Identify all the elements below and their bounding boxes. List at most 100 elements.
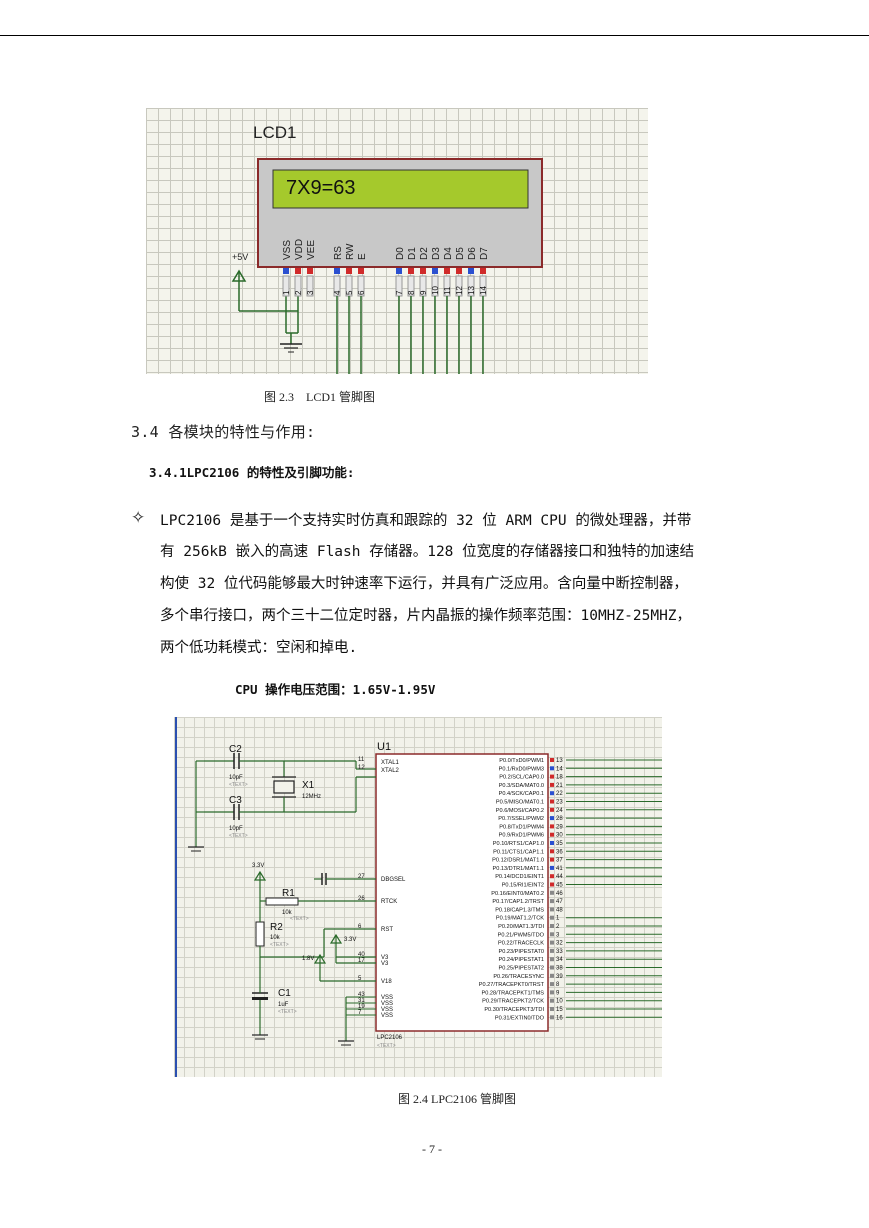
chip-right-pin-number: 16: [556, 1015, 563, 1021]
r1-ref: R1: [282, 888, 295, 899]
chip-left-pin-name: V18: [381, 979, 392, 985]
chip-right-pin-number: 30: [556, 833, 563, 839]
chip-left-pin-name: V3: [381, 955, 389, 961]
chip-right-pin-marker: [550, 865, 554, 870]
chip-right-pin-number: 44: [556, 874, 563, 880]
r1-value: 10k: [282, 910, 293, 916]
chip-right-pin-name: P0.6/MOSI/CAP0.2: [496, 808, 544, 814]
chip-right-pin-number: 29: [556, 824, 563, 830]
chip-right-pin-name: P0.11/CTS1/CAP1.1: [493, 849, 544, 855]
lcd-pin-marker: [432, 268, 438, 274]
chip-right-pin-marker: [550, 766, 554, 771]
chip-right-pin-name: P0.9/RxD1/PWM6: [499, 833, 544, 839]
supply-5v-label: +5V: [232, 252, 248, 262]
chip-left-pin-name: VSS: [381, 1013, 393, 1019]
chip-left-pin-number: 26: [358, 896, 365, 902]
chip-right-pin-name: P0.21/PWM5/TDO: [498, 932, 545, 938]
lcd-pin-marker: [358, 268, 364, 274]
chip-right-pin-name: P0.18/CAP1.3/TMS: [495, 907, 544, 913]
lcd-pin-marker: [468, 268, 474, 274]
chip-left-pin-number: 27: [358, 874, 365, 880]
chip-right-pin-number: 21: [556, 783, 563, 789]
lcd-pin-number: 4: [333, 290, 342, 295]
chip-right-pin-name: P0.1/RxD0/PWM3: [499, 766, 544, 772]
c2-text-placeholder: <TEXT>: [229, 782, 248, 788]
chip-right-pin-number: 22: [556, 791, 563, 797]
lcd-pin-number: 9: [419, 290, 428, 295]
lcd-pin-marker: [295, 268, 301, 274]
chip-right-pin-name: P0.27/TRACEPKT0/TRST: [479, 982, 545, 988]
lcd-pin-name: D5: [455, 247, 466, 260]
chip-right-pin-name: P0.4/SCK/CAP0.1: [499, 791, 544, 797]
c1-value: 1uF: [278, 1002, 289, 1008]
chip-left-pin-name: RST: [381, 927, 393, 933]
section-heading: 3.4 各模块的特性与作用:: [131, 423, 316, 441]
chip-right-pin-number: 28: [556, 816, 563, 822]
chip-right-pin-number: 35: [556, 841, 563, 847]
lcd-display-text: 7X9=63: [286, 177, 356, 199]
chip-right-pin-marker: [550, 882, 554, 887]
chip-right-pin-number: 10: [556, 999, 563, 1005]
chip-right-pin-marker: [550, 973, 554, 978]
chip-right-pin-marker: [550, 932, 554, 937]
chip-right-pin-name: P0.25/PIPESTAT2: [499, 966, 545, 972]
chip-right-pin-number: 2: [556, 924, 560, 930]
chip-right-pin-number: 24: [556, 808, 563, 814]
lcd-pin-marker: [408, 268, 414, 274]
figure-2-4-caption: 图 2.4 LPC2106 管脚图: [398, 1092, 517, 1106]
chip-right-pin-name: P0.2/SCL/CAP0.0: [499, 775, 544, 781]
chip-right-pin-name: P0.28/TRACEPKT1/TMS: [482, 990, 545, 996]
chip-left-pin-name: VSS: [381, 1007, 393, 1013]
lcd-pin-stub: [282, 275, 290, 297]
chip-left-pin-number: 19: [358, 1004, 365, 1010]
chip-right-pin-marker: [550, 824, 554, 829]
x1-value: 12MHz: [302, 794, 321, 800]
paragraph-line: 构使 32 位代码能够最大时钟速率下运行，并具有广泛应用。含向量中断控制器，: [160, 576, 688, 592]
lcd-pin-name: D1: [407, 247, 418, 260]
chip-right-pin-marker: [550, 890, 554, 895]
chip-right-pin-name: P0.26/TRACESYNC: [493, 974, 544, 980]
chip-right-pin-marker: [550, 924, 554, 928]
lcd-pin-name: D7: [479, 247, 490, 260]
page-number: - 7 -: [422, 1142, 442, 1156]
chip-ref: U1: [377, 741, 391, 753]
lcd-pin-name: E: [357, 253, 368, 260]
chip-right-pin-name: P0.24/PIPESTAT1: [499, 957, 545, 963]
lcd-pin-marker: [480, 268, 486, 274]
lcd-pin-number: 3: [306, 290, 315, 295]
figure-2-3-caption: 图 2.3 LCD1 管脚图: [264, 390, 376, 404]
chip-right-pin-marker: [550, 1007, 554, 1011]
lcd-pin-marker: [420, 268, 426, 274]
paragraph-line: 多个串行接口，两个三十二位定时器，片内晶振的操作频率范围：10MHZ-25MHZ…: [160, 608, 692, 624]
lcd-pin-name: D3: [431, 247, 442, 260]
c1-ref: C1: [278, 988, 291, 999]
lcd-pin-name: VDD: [294, 239, 305, 260]
chip-right-pin-number: 48: [556, 907, 563, 913]
lcd-pin-name: VSS: [282, 240, 293, 260]
chip-right-pin-name: P0.22/TRACECLK: [498, 941, 544, 947]
chip-right-pin-name: P0.13/DTR1/MAT1.1: [492, 866, 544, 872]
chip-right-pin-marker: [550, 832, 554, 837]
chip-right-pin-name: P0.29/TRACEPKT2/TCK: [482, 999, 544, 1005]
lpc2106-schematic-figure: U1 LPC2106 <TEXT> C2 10pF <TEXT> C3 10pF…: [174, 717, 662, 1077]
lcd-pin-name: D4: [443, 247, 454, 260]
chip-name: LPC2106: [377, 1035, 403, 1041]
chip-right-pin-marker: [550, 948, 554, 953]
lcd-pin-number: 12: [455, 286, 464, 295]
lcd-pin-number: 10: [431, 286, 440, 295]
chip-right-pin-number: 47: [556, 899, 563, 905]
chip-right-pin-number: 32: [556, 941, 563, 947]
chip-right-pin-name: P0.10/RTS1/CAP1.0: [493, 841, 544, 847]
chip-right-pin-marker: [550, 982, 554, 987]
chip-right-pin-marker: [550, 998, 554, 1003]
lcd-pin-marker: [283, 268, 289, 274]
lcd-component-label: LCD1: [253, 123, 296, 142]
chip-right-pin-marker: [550, 965, 554, 970]
r2-ref: R2: [270, 922, 283, 933]
chip-right-pin-name: P0.7/SSEL/PWM2: [498, 816, 544, 822]
chip-right-pin-number: 9: [556, 990, 560, 996]
lcd-pin-name: D2: [419, 247, 430, 260]
chip-right-pin-marker: [550, 791, 554, 796]
header-rule: [0, 35, 869, 36]
